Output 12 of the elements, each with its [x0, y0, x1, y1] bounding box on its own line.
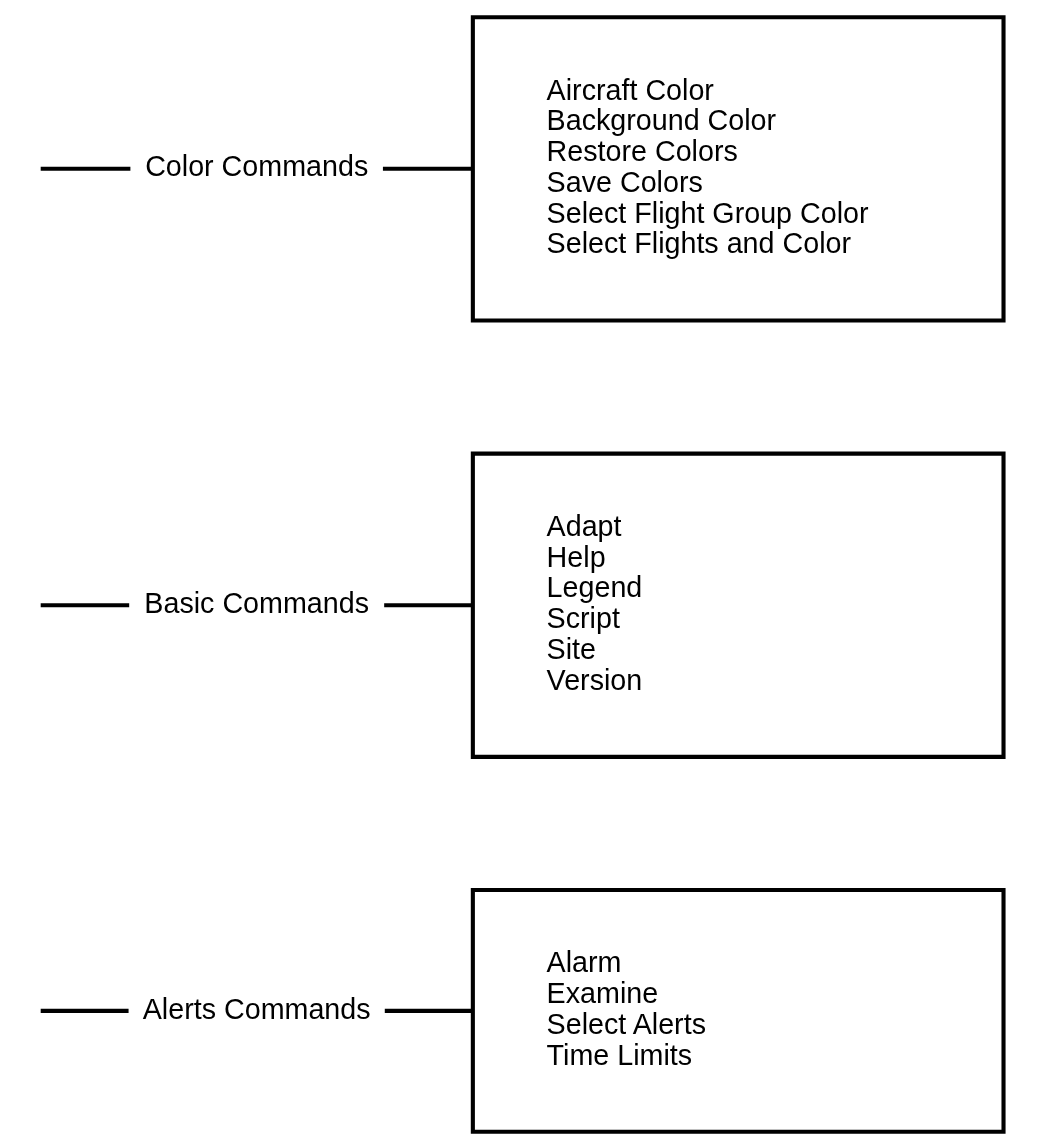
node-text: Alerts Commands — [142, 992, 371, 1024]
connector — [382, 166, 473, 171]
connector — [40, 1008, 129, 1013]
connector — [384, 1008, 472, 1013]
node-text: Color Commands — [144, 149, 368, 182]
node-text: Basic Commands — [143, 586, 369, 619]
connector — [383, 602, 472, 607]
node-box: Alarm Examine Select Alerts Time Limits — [470, 887, 1006, 1134]
connector — [40, 602, 129, 607]
node-box: Aircraft Color Background Color Restore Colors Save Colors Select Flight Group Color Select Flights and Color — [470, 14, 1006, 322]
node-box: Adapt Help Legend Script Site Version — [470, 451, 1006, 759]
connector — [40, 166, 130, 171]
